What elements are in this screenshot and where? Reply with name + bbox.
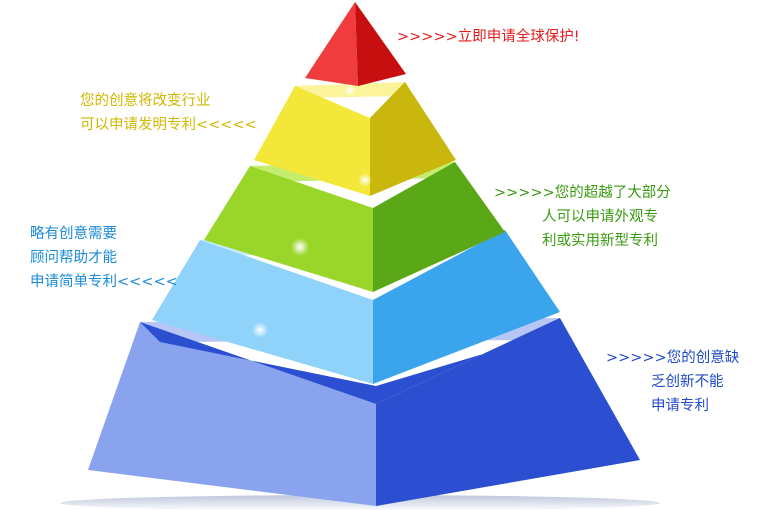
tier-yellow-left bbox=[254, 86, 370, 196]
tier-green-label: >>>>>您的超越了大部分 人可以申请外观专 利或实用新型专利 bbox=[494, 181, 671, 253]
tier-green-label-line: 利或实用新型专利 bbox=[542, 233, 658, 249]
tier-red-label-line: >>>>>立即申请全球保护! bbox=[397, 29, 580, 45]
tier-blue-right bbox=[376, 318, 640, 506]
tier-cyan-label-line: 顾问帮助才能 bbox=[30, 250, 117, 266]
tier-yellow bbox=[254, 82, 456, 196]
tier-cyan-right bbox=[373, 230, 560, 384]
glint-sparkle bbox=[291, 238, 309, 256]
tier-green-right bbox=[373, 162, 505, 292]
tier-yellow-label-line: 可以申请发明专利<<<<< bbox=[80, 117, 257, 133]
tier-red-left bbox=[305, 2, 358, 86]
tier-red-label: >>>>>立即申请全球保护! bbox=[397, 25, 580, 49]
tier-red-right bbox=[355, 2, 406, 86]
tier-blue-label: >>>>>您的创意缺 乏创新不能 申请专利 bbox=[606, 346, 739, 418]
tier-blue-label-line: 乏创新不能 bbox=[651, 374, 724, 390]
tier-blue-left bbox=[88, 322, 376, 506]
tier-blue-label-line: >>>>>您的创意缺 bbox=[606, 350, 740, 366]
tier-green-left bbox=[204, 166, 373, 292]
tier-red bbox=[305, 2, 406, 86]
tier-yellow-label: 您的创意将改变行业 可以申请发明专利<<<<< bbox=[80, 89, 257, 137]
tier-yellow-label-line: 您的创意将改变行业 bbox=[80, 93, 211, 109]
tier-cyan-left bbox=[152, 240, 373, 384]
glint-sparkle bbox=[358, 173, 372, 187]
tier-cyan-label-line: 略有创意需要 bbox=[30, 226, 117, 242]
glint-sparkle bbox=[252, 322, 268, 338]
tier-green-label-line: >>>>>您的超越了大部分 bbox=[494, 185, 671, 201]
tier-cyan-label-line: 申请简单专利<<<<< bbox=[30, 274, 178, 290]
tier-yellow-right bbox=[370, 82, 456, 196]
tier-green-label-line: 人可以申请外观专 bbox=[542, 209, 658, 225]
tier-cyan-label: 略有创意需要 顾问帮助才能 申请简单专利<<<<< bbox=[30, 222, 178, 294]
glint-sparkle bbox=[344, 84, 356, 96]
tier-blue-rim bbox=[140, 322, 376, 404]
tier-blue-label-line: 申请专利 bbox=[651, 398, 709, 414]
tier-blue-rim2 bbox=[376, 318, 560, 404]
